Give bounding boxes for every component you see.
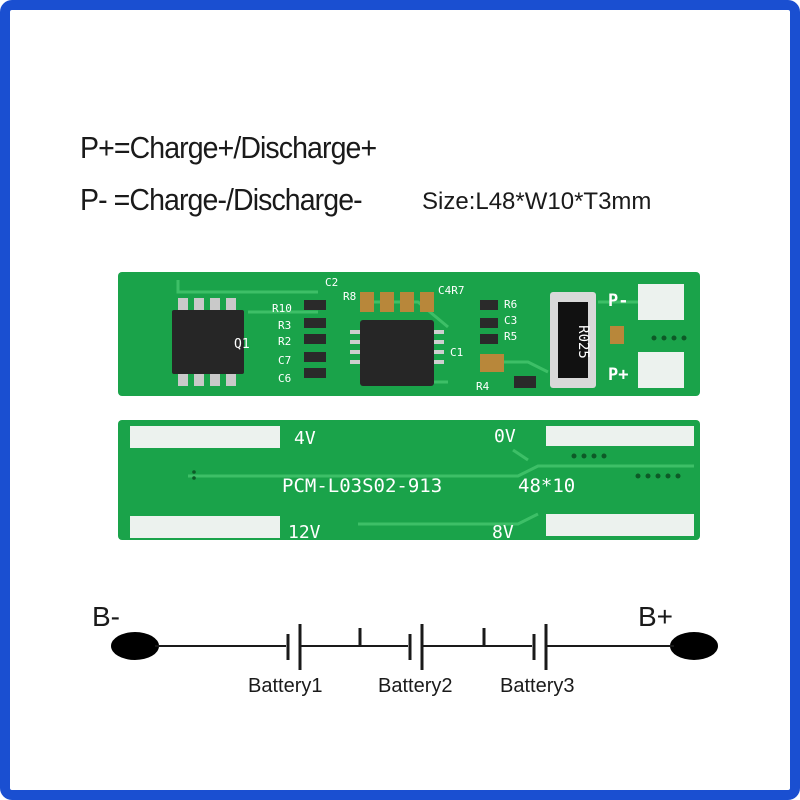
pcb-top-side: Q1 R10 R3 R2 C7 C6 C2 R8 C4 bbox=[118, 272, 700, 396]
model-number: PCM-L03S02-913 bbox=[282, 475, 442, 497]
label-4v: 4V bbox=[294, 428, 316, 449]
battery-wiring-diagram: B- B+ Battery1 Ba bbox=[92, 601, 718, 697]
label-r3: R3 bbox=[278, 319, 291, 332]
label-c2: C2 bbox=[325, 276, 338, 289]
terminal-b-minus bbox=[111, 632, 159, 660]
label-b-plus: B+ bbox=[638, 601, 673, 632]
label-p-minus: P- bbox=[608, 291, 628, 311]
label-r5: R5 bbox=[504, 330, 517, 343]
pad-12v bbox=[130, 516, 280, 538]
label-8v: 8V bbox=[492, 522, 514, 540]
label-c6: C6 bbox=[278, 372, 291, 385]
label-c7: C7 bbox=[278, 354, 291, 367]
label-c3: C3 bbox=[504, 314, 517, 327]
pad-p-plus bbox=[638, 352, 684, 388]
label-p-plus: P+ bbox=[608, 365, 628, 385]
size-spec: Size:L48*W10*T3mm bbox=[422, 188, 652, 215]
legend-p-minus: P- =Charge-/Discharge- bbox=[80, 182, 363, 217]
label-battery3: Battery3 bbox=[500, 675, 574, 697]
protection-ic bbox=[350, 320, 444, 386]
board-dims: 48*10 bbox=[518, 475, 575, 497]
shunt-label: R025 bbox=[575, 325, 591, 359]
pad-8v bbox=[546, 514, 694, 536]
pad-p-minus bbox=[638, 284, 684, 320]
pcb-bottom-side: 4V 0V 12V 8V PCM-L03S02-913 48*10 bbox=[118, 420, 700, 540]
shunt-resistor: R025 bbox=[550, 292, 596, 388]
pad-0v bbox=[546, 426, 694, 446]
label-c1: C1 bbox=[450, 346, 463, 359]
label-r8: R8 bbox=[343, 290, 356, 303]
label-0v: 0V bbox=[494, 426, 516, 447]
label-battery2: Battery2 bbox=[378, 675, 452, 697]
battery-cell-1 bbox=[286, 624, 302, 670]
mosfet-q1 bbox=[172, 298, 244, 386]
label-12v: 12V bbox=[288, 522, 321, 540]
label-r10: R10 bbox=[272, 302, 292, 315]
label-r4: R4 bbox=[476, 380, 490, 393]
legend-p-plus: P+=Charge+/Discharge+ bbox=[80, 130, 377, 165]
label-b-minus: B- bbox=[92, 601, 120, 632]
label-q1: Q1 bbox=[234, 337, 250, 352]
label-c4r7: C4R7 bbox=[438, 284, 465, 297]
battery-cell-3 bbox=[532, 624, 548, 670]
label-r6: R6 bbox=[504, 298, 517, 311]
label-battery1: Battery1 bbox=[248, 675, 322, 697]
pad-4v bbox=[130, 426, 280, 448]
label-r2: R2 bbox=[278, 335, 291, 348]
battery-cell-2 bbox=[408, 624, 424, 670]
terminal-b-plus bbox=[670, 632, 718, 660]
